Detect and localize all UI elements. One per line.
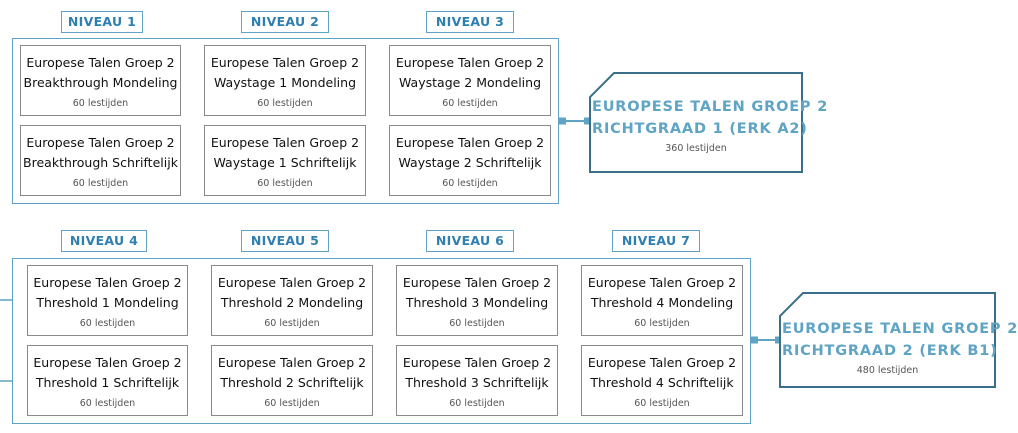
result-shape	[589, 72, 803, 173]
module-subtitle: Threshold 1 Mondeling	[36, 295, 179, 310]
module-subtitle: Threshold 2 Schriftelijk	[220, 375, 364, 390]
module-title: Europese Talen Groep 2	[33, 275, 182, 290]
module-box: Europese Talen Groep 2 Breakthrough Mond…	[20, 45, 181, 116]
level-tag: NIVEAU 5	[241, 230, 329, 252]
module-subtitle: Waystage 2 Mondeling	[399, 75, 541, 90]
connector-node	[559, 117, 566, 125]
module-subtitle: Threshold 3 Schriftelijk	[405, 375, 549, 390]
level-tag: NIVEAU 2	[241, 11, 329, 33]
result-hours: 480 lestijden	[856, 365, 919, 376]
module-hours: 60 lestijden	[442, 178, 498, 189]
module-box: Europese Talen Groep 2 Breakthrough Schr…	[20, 125, 181, 196]
module-hours: 60 lestijden	[634, 318, 690, 329]
module-box: Europese Talen Groep 2 Threshold 4 Schri…	[581, 345, 743, 416]
module-subtitle: Threshold 2 Mondeling	[220, 295, 364, 310]
module-title: Europese Talen Groep 2	[587, 355, 737, 370]
module-title: Europese Talen Groep 2	[26, 55, 175, 70]
module-title: Europese Talen Groep 2	[33, 355, 182, 370]
module-title: Europese Talen Groep 2	[587, 275, 737, 290]
module-subtitle: Threshold 1 Schriftelijk	[35, 375, 180, 390]
result-title-line1: EUROPESE TALEN GROEP 2	[782, 321, 1018, 337]
module-hours: 60 lestijden	[634, 398, 690, 409]
module-title: Europese Talen Groep 2	[395, 55, 545, 70]
module-title: Europese Talen Groep 2	[402, 275, 552, 290]
module-subtitle: Breakthrough Mondeling	[23, 75, 178, 90]
module-hours: 60 lestijden	[257, 178, 313, 189]
result-box: EUROPESE TALEN GROEP 2 RICHTGRAAD 2 (ERK…	[782, 318, 1018, 376]
module-hours: 60 lestijden	[257, 98, 313, 109]
result-box: EUROPESE TALEN GROEP 2 RICHTGRAAD 1 (ERK…	[592, 96, 829, 154]
module-box: Europese Talen Groep 2 Threshold 3 Monde…	[396, 265, 558, 336]
module-title: Europese Talen Groep 2	[402, 355, 552, 370]
level-tag: NIVEAU 3	[426, 11, 514, 33]
result-title-line2: RICHTGRAAD 2 (ERK B1)	[782, 343, 998, 359]
level-tag: NIVEAU 4	[61, 230, 147, 252]
result-title-line2: RICHTGRAAD 1 (ERK A2)	[592, 121, 808, 137]
result-hours: 360 lestijden	[665, 143, 727, 154]
connector-node	[584, 117, 591, 125]
module-title: Europese Talen Groep 2	[217, 355, 367, 370]
module-hours: 60 lestijden	[442, 98, 498, 109]
module-subtitle: Threshold 3 Mondeling	[405, 295, 549, 310]
module-title: Europese Talen Groep 2	[26, 135, 175, 150]
module-hours: 60 lestijden	[264, 318, 320, 329]
module-hours: 60 lestijden	[449, 318, 505, 329]
result-shape	[779, 292, 996, 388]
module-title: Europese Talen Groep 2	[210, 55, 360, 70]
module-title: Europese Talen Groep 2	[395, 135, 545, 150]
module-hours: 60 lestijden	[72, 98, 129, 109]
module-subtitle: Breakthrough Schriftelijk	[23, 155, 178, 170]
module-box: Europese Talen Groep 2 Threshold 4 Monde…	[581, 265, 743, 336]
module-subtitle: Waystage 2 Schriftelijk	[398, 155, 542, 170]
module-box: Europese Talen Groep 2 Waystage 2 Schrif…	[389, 125, 551, 196]
module-box: Europese Talen Groep 2 Waystage 1 Mondel…	[204, 45, 366, 116]
module-subtitle: Waystage 1 Mondeling	[214, 75, 356, 90]
module-hours: 60 lestijden	[72, 178, 129, 189]
module-box: Europese Talen Groep 2 Waystage 2 Mondel…	[389, 45, 551, 116]
module-hours: 60 lestijden	[449, 398, 505, 409]
module-subtitle: Threshold 4 Schriftelijk	[590, 375, 734, 390]
level-tag: NIVEAU 7	[612, 230, 700, 252]
module-title: Europese Talen Groep 2	[217, 275, 367, 290]
module-subtitle: Threshold 4 Mondeling	[590, 295, 734, 310]
result-title-line1: EUROPESE TALEN GROEP 2	[592, 99, 829, 115]
module-hours: 60 lestijden	[264, 398, 320, 409]
module-box: Europese Talen Groep 2 Threshold 1 Monde…	[27, 265, 188, 336]
module-box: Europese Talen Groep 2 Threshold 2 Monde…	[211, 265, 373, 336]
module-box: Europese Talen Groep 2 Threshold 3 Schri…	[396, 345, 558, 416]
level-tag: NIVEAU 6	[426, 230, 514, 252]
module-hours: 60 lestijden	[79, 318, 136, 329]
connector-node	[775, 336, 782, 344]
module-hours: 60 lestijden	[79, 398, 136, 409]
module-subtitle: Waystage 1 Schriftelijk	[213, 155, 357, 170]
module-box: Europese Talen Groep 2 Threshold 1 Schri…	[27, 345, 188, 416]
level-tag: NIVEAU 1	[61, 11, 143, 33]
module-title: Europese Talen Groep 2	[210, 135, 360, 150]
connector-node	[751, 336, 758, 344]
module-box: Europese Talen Groep 2 Waystage 1 Schrif…	[204, 125, 366, 196]
module-box: Europese Talen Groep 2 Threshold 2 Schri…	[211, 345, 373, 416]
